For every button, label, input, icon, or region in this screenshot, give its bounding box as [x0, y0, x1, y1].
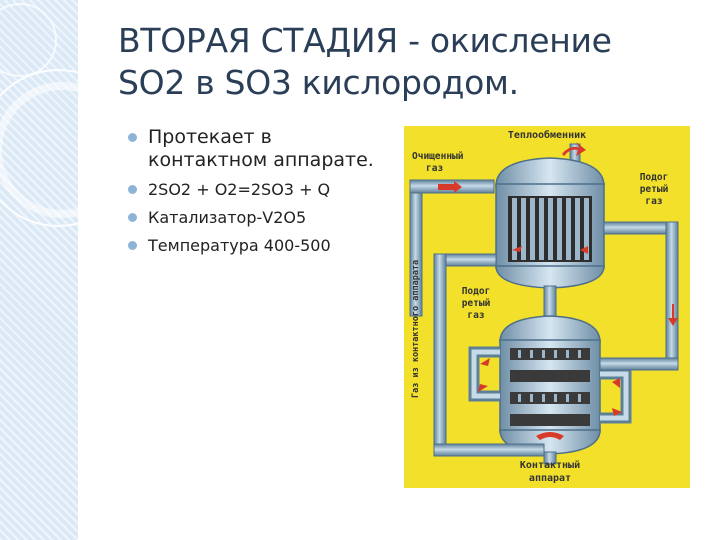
label-contact-apparatus-1: Контактный	[520, 459, 580, 471]
label-heat-exchanger: Теплообменник	[508, 129, 586, 141]
contact-apparatus-diagram: Теплообменник Очищенный газ	[404, 126, 690, 488]
bullet-reaction-equation: 2SO2 + O2=2SO3 + Q	[128, 180, 388, 200]
label-heated-gas-mid-1: Подог	[462, 286, 491, 297]
decorative-circles	[0, 3, 137, 227]
label-heated-gas-right-3: газ	[645, 196, 662, 207]
label-contact-apparatus-2: аппарат	[529, 473, 571, 484]
arrow-top	[562, 142, 586, 156]
label-vertical-gas-from-apparatus: Газ из контактного аппарата	[411, 260, 421, 398]
label-heated-gas-mid-2: ретый	[462, 298, 491, 309]
label-heated-gas-mid-3: газ	[467, 310, 484, 321]
bullet-list: Протекает в контактном аппарате. 2SO2 + …	[128, 126, 388, 264]
heat-exchanger-vessel	[495, 157, 605, 289]
label-clean-gas-1: Очищенный	[412, 151, 464, 162]
bullet-contact-apparatus: Протекает в контактном аппарате.	[128, 126, 388, 172]
label-clean-gas-2: газ	[426, 163, 443, 174]
bullet-temperature: Температура 400-500	[128, 236, 388, 256]
diagram-svg: Теплообменник Очищенный газ	[404, 126, 690, 488]
title-line-2: SO2 в SO3 кислородом.	[118, 63, 519, 102]
slide-title: ВТОРАЯ СТАДИЯ - окисление SO2 в SO3 кисл…	[118, 20, 698, 104]
label-heated-gas-right-1: Подог	[640, 172, 669, 183]
bullet-catalyst: Катализатор-V2O5	[128, 208, 388, 228]
contact-apparatus-vessel	[499, 315, 601, 455]
title-line-1: ВТОРАЯ СТАДИЯ - окисление	[118, 21, 612, 60]
label-heated-gas-right-2: ретый	[640, 184, 669, 195]
